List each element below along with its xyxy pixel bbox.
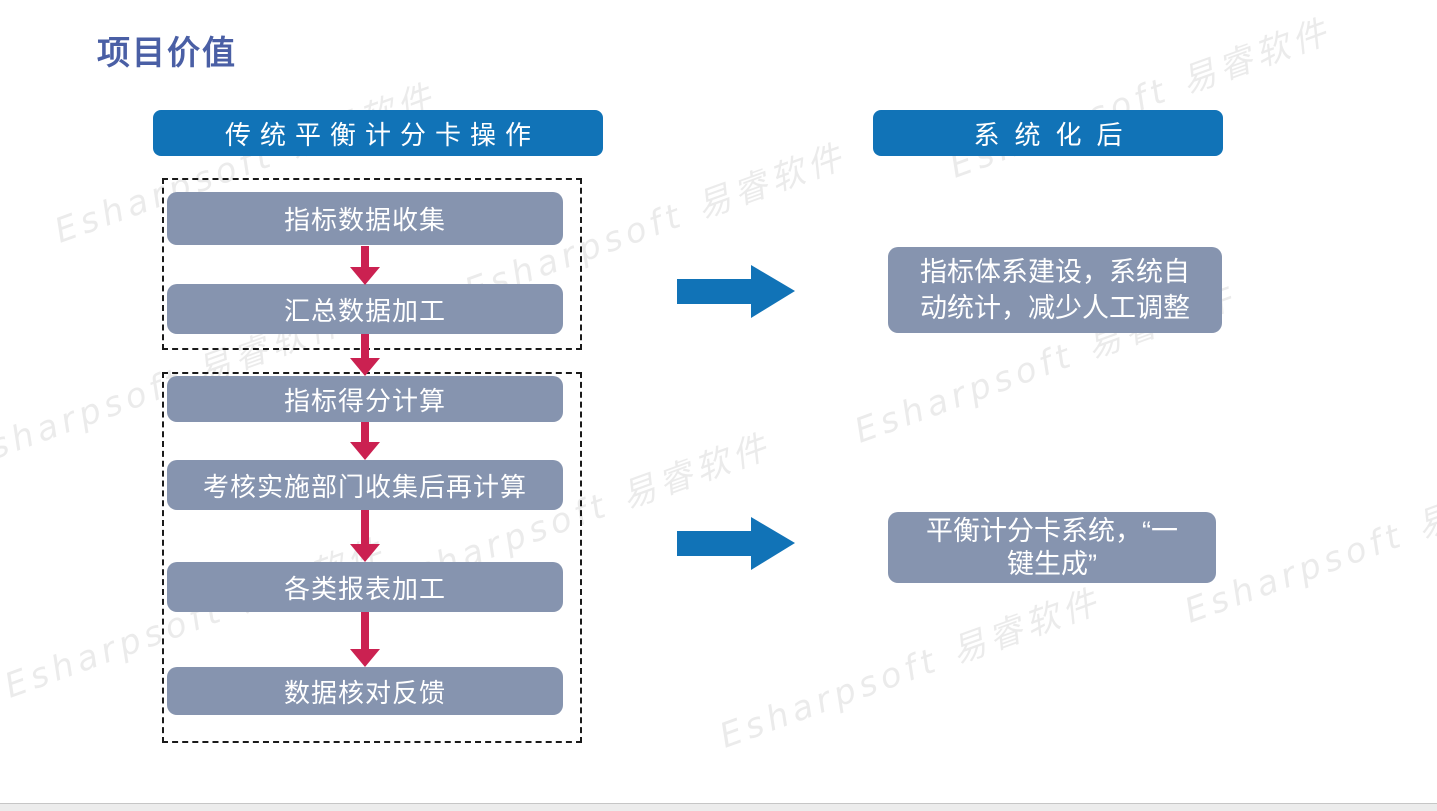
down-arrow-head — [350, 442, 380, 460]
result-box-line: 平衡计分卡系统，“一 — [926, 515, 1178, 546]
bottom-edge-bar — [0, 803, 1437, 811]
down-arrow-head — [350, 544, 380, 562]
flow-step-box: 指标数据收集 — [167, 192, 563, 245]
right-arrow-shaft — [677, 531, 753, 556]
down-arrow-shaft — [361, 612, 369, 652]
result-box-line: 键生成” — [1007, 548, 1097, 579]
flow-step-box: 考核实施部门收集后再计算 — [167, 460, 563, 510]
watermark-text: Esharpsoft 易睿软件 — [714, 581, 1107, 757]
watermark-text: Esharpsoft 易睿软件 — [944, 11, 1337, 187]
result-box-line: 动统计，减少人工调整 — [920, 293, 1190, 323]
down-arrow-icon — [350, 422, 380, 460]
flow-step-box: 数据核对反馈 — [167, 667, 563, 715]
down-arrow-shaft — [361, 334, 369, 361]
result-box: 指标体系建设，系统自 动统计，减少人工调整 — [888, 247, 1222, 333]
right-arrow-head — [751, 265, 795, 318]
down-arrow-head — [350, 358, 380, 376]
down-arrow-shaft — [361, 510, 369, 547]
right-arrow-icon — [677, 517, 795, 570]
result-box: 平衡计分卡系统，“一 键生成” — [888, 512, 1216, 583]
left-column-header: 传统平衡计分卡操作 — [153, 110, 603, 156]
down-arrow-icon — [350, 510, 380, 562]
down-arrow-head — [350, 267, 380, 285]
page-title: 项目价值 — [97, 34, 237, 71]
right-column-header: 系统化后 — [873, 110, 1223, 156]
down-arrow-icon — [350, 246, 380, 285]
down-arrow-shaft — [361, 246, 369, 270]
down-arrow-icon — [350, 612, 380, 667]
right-arrow-head — [751, 517, 795, 570]
down-arrow-shaft — [361, 422, 369, 445]
flow-step-box: 汇总数据加工 — [167, 284, 563, 334]
flow-step-box: 指标得分计算 — [167, 376, 563, 422]
down-arrow-head — [350, 649, 380, 667]
dashed-group-frame-1 — [162, 178, 582, 350]
flow-step-box: 各类报表加工 — [167, 562, 563, 612]
right-arrow-icon — [677, 265, 795, 318]
right-arrow-shaft — [677, 279, 753, 304]
result-box-line: 指标体系建设，系统自 — [920, 257, 1190, 287]
down-arrow-icon — [350, 334, 380, 376]
